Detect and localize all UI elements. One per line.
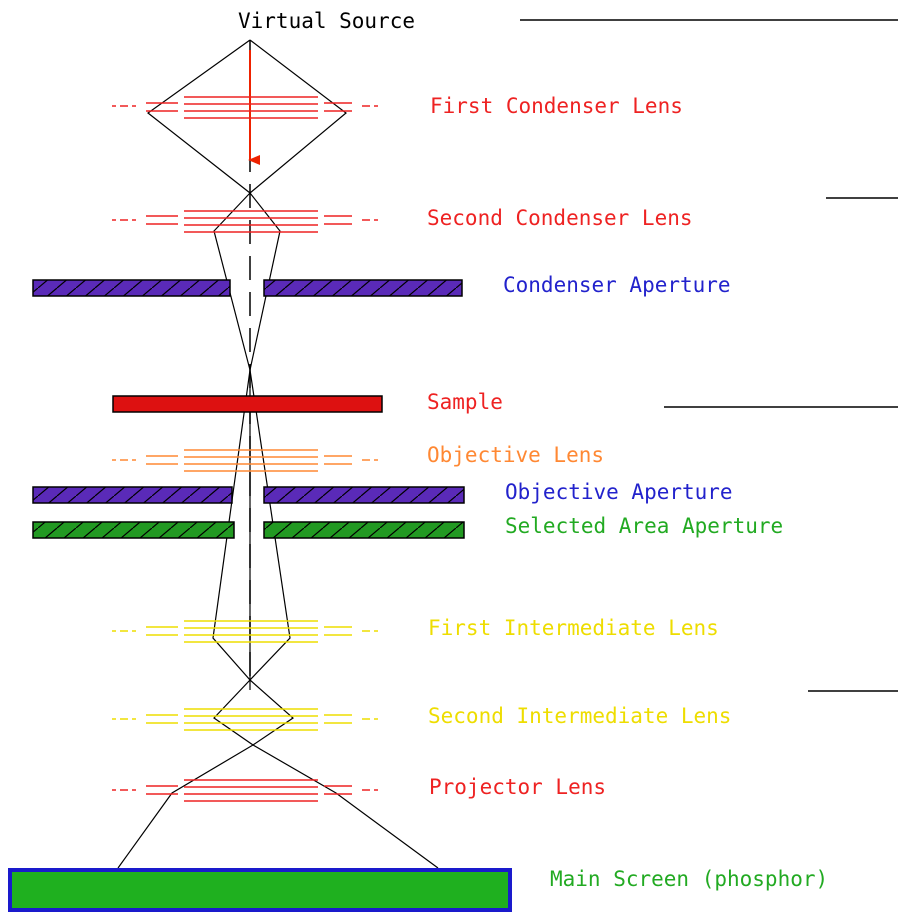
label-objective-lens: Objective Lens bbox=[427, 443, 604, 467]
selected-area-aperture bbox=[32, 521, 465, 539]
objective-aperture bbox=[32, 486, 465, 504]
condenser-aperture bbox=[32, 279, 463, 297]
second-intermediate-lens bbox=[112, 708, 378, 731]
sample-plate bbox=[112, 395, 383, 413]
label-virtual-source: Virtual Source bbox=[238, 9, 415, 33]
first-condenser-lens bbox=[112, 96, 378, 119]
label-second-intermediate-lens: Second Intermediate Lens bbox=[428, 704, 731, 728]
label-sample: Sample bbox=[427, 390, 503, 414]
first-intermediate-lens bbox=[112, 620, 378, 643]
main-screen bbox=[8, 868, 512, 912]
label-first-intermediate-lens: First Intermediate Lens bbox=[428, 616, 719, 640]
label-second-condenser-lens: Second Condenser Lens bbox=[427, 206, 693, 230]
objective-lens bbox=[112, 449, 378, 472]
projector-lens bbox=[112, 779, 378, 802]
second-condenser-lens bbox=[112, 210, 378, 233]
label-first-condenser-lens: First Condenser Lens bbox=[430, 94, 683, 118]
ray-paths bbox=[117, 39, 439, 869]
label-projector-lens: Projector Lens bbox=[429, 775, 606, 799]
label-selected-area-aperture: Selected Area Aperture bbox=[505, 514, 783, 538]
label-main-screen: Main Screen (phosphor) bbox=[550, 867, 828, 891]
label-objective-aperture: Objective Aperture bbox=[505, 480, 733, 504]
label-condenser-aperture: Condenser Aperture bbox=[503, 273, 731, 297]
